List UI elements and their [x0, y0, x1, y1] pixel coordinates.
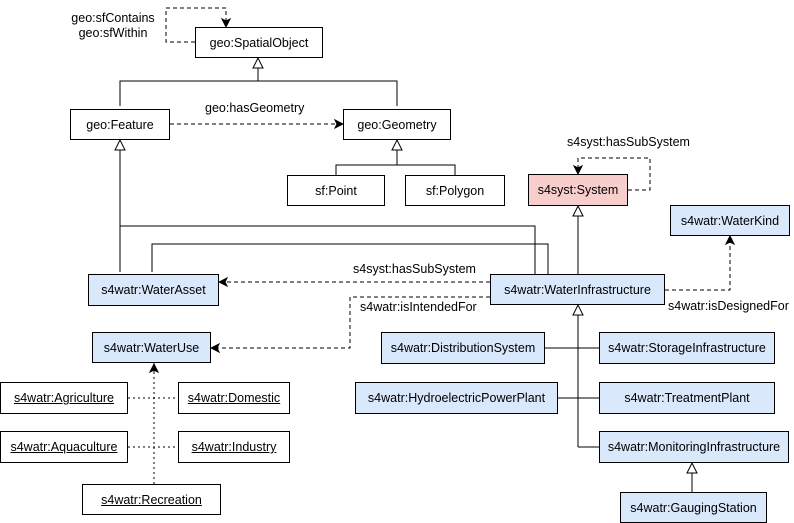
node-monitoring-infrastructure[interactable]: s4watr:MonitoringInfrastructure: [599, 431, 789, 463]
edge-wateruse-instances: [128, 363, 178, 484]
label-is-designed-for: s4watr:isDesignedFor: [668, 299, 789, 313]
node-gauging-station[interactable]: s4watr:GaugingStation: [620, 492, 767, 523]
node-geometry-label: geo:Geometry: [357, 117, 437, 132]
node-recreation-label: s4watr:Recreation: [101, 492, 202, 507]
node-hydroelectric-power-plant-label: s4watr:HydroelectricPowerPlant: [367, 391, 546, 405]
node-water-use[interactable]: s4watr:WaterUse: [92, 332, 211, 363]
edge-sfcontains-loop: [165, 7, 226, 43]
node-treatment-plant-label: s4watr:TreatmentPlant: [624, 391, 750, 405]
node-water-kind-label: s4watr:WaterKind: [680, 213, 780, 228]
node-polygon-label: sf:Polygon: [425, 183, 485, 198]
node-system[interactable]: s4syst:System: [528, 174, 628, 206]
edge-system-has-subsystem-loop: [578, 157, 651, 191]
node-spatial-object[interactable]: geo:SpatialObject: [195, 27, 323, 58]
node-system-label: s4syst:System: [537, 183, 619, 197]
node-distribution-system[interactable]: s4watr:DistributionSystem: [381, 332, 545, 364]
node-storage-infrastructure[interactable]: s4watr:StorageInfrastructure: [599, 332, 775, 364]
edge-waterasset-to-waterinfrastructure: [151, 243, 549, 274]
node-water-asset[interactable]: s4watr:WaterAsset: [88, 274, 219, 306]
node-treatment-plant[interactable]: s4watr:TreatmentPlant: [599, 382, 775, 414]
node-water-kind[interactable]: s4watr:WaterKind: [670, 205, 790, 236]
label-system-has-subsystem: s4syst:hasSubSystem: [567, 135, 690, 149]
edge-infra-subclasses: [545, 305, 599, 448]
node-feature-label: geo:Feature: [86, 117, 154, 132]
node-domestic-label: s4watr:Domestic: [187, 391, 281, 405]
node-industry[interactable]: s4watr:Industry: [178, 431, 290, 463]
label-has-geometry: geo:hasGeometry: [205, 101, 305, 115]
node-hydroelectric-power-plant[interactable]: s4watr:HydroelectricPowerPlant: [355, 382, 558, 414]
edge-is-intended-for: [211, 296, 490, 348]
node-monitoring-infrastructure-label: s4watr:MonitoringInfrastructure: [607, 440, 781, 454]
node-spatial-object-label: geo:SpatialObject: [209, 35, 309, 50]
node-storage-infrastructure-label: s4watr:StorageInfrastructure: [608, 341, 766, 355]
edge-waterinfrastructure-subclass-feature: [120, 225, 536, 274]
node-gauging-station-label: s4watr:GaugingStation: [630, 500, 757, 515]
label-sf-contains: geo:sfContains: [68, 11, 158, 25]
node-feature[interactable]: geo:Feature: [70, 109, 170, 140]
node-water-infrastructure-label: s4watr:WaterInfrastructure: [504, 282, 651, 297]
edge-feature-geometry-subclass-spatialobject: [119, 58, 398, 106]
node-polygon[interactable]: sf:Polygon: [405, 175, 505, 206]
node-geometry[interactable]: geo:Geometry: [343, 109, 451, 140]
node-industry-label: s4watr:Industry: [191, 440, 277, 454]
node-agriculture-label: s4watr:Agriculture: [13, 391, 115, 405]
edge-is-designed-for: [665, 236, 730, 291]
edge-point-polygon-subclass-geometry: [335, 140, 456, 175]
node-domestic[interactable]: s4watr:Domestic: [178, 382, 290, 414]
node-point[interactable]: sf:Point: [287, 175, 385, 206]
node-agriculture[interactable]: s4watr:Agriculture: [0, 382, 128, 414]
node-point-label: sf:Point: [315, 183, 357, 198]
label-is-intended-for: s4watr:isIntendedFor: [360, 300, 477, 314]
label-sf-within: geo:sfWithin: [68, 26, 158, 40]
node-distribution-system-label: s4watr:DistributionSystem: [390, 341, 536, 355]
label-infra-has-subsystem: s4syst:hasSubSystem: [353, 262, 476, 276]
node-aquaculture[interactable]: s4watr:Aquaculture: [0, 431, 128, 463]
node-aquaculture-label: s4watr:Aquaculture: [10, 440, 118, 454]
node-recreation[interactable]: s4watr:Recreation: [82, 484, 221, 515]
node-water-infrastructure[interactable]: s4watr:WaterInfrastructure: [490, 274, 665, 305]
node-water-asset-label: s4watr:WaterAsset: [101, 283, 206, 297]
node-water-use-label: s4watr:WaterUse: [103, 340, 200, 355]
